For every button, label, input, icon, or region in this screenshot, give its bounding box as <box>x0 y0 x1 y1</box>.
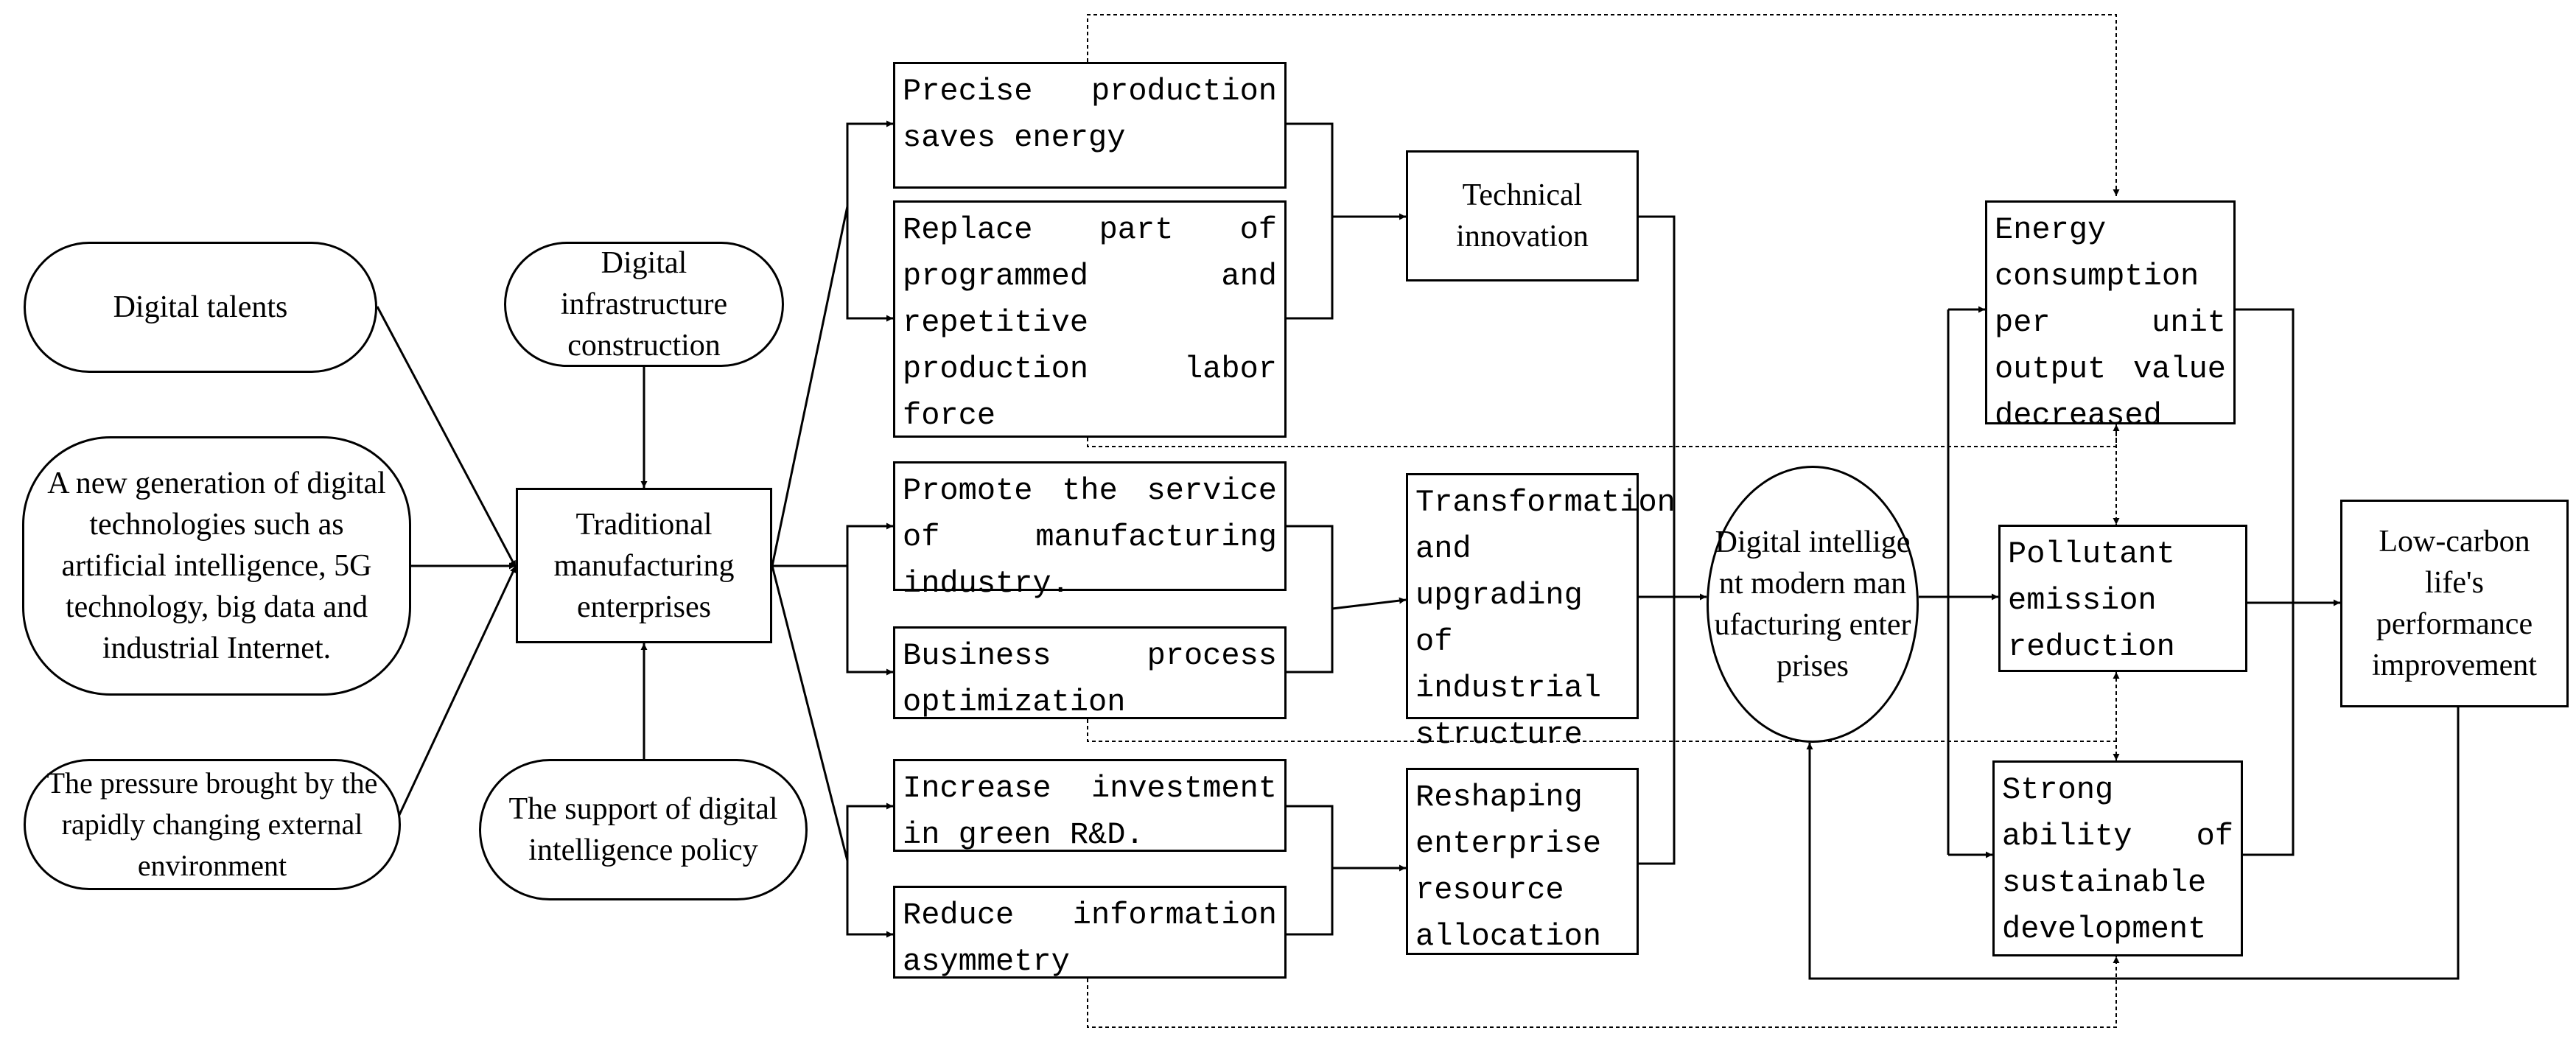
edge-low-carbon-feedback <box>1806 707 2460 980</box>
node-reduce-asymmetry-label: Reduce information asymmetry <box>903 898 1277 979</box>
node-external-pressure: The pressure brought by the rapidly chan… <box>24 759 401 890</box>
node-pollutant-reduction: Pollutant emission reduction <box>1998 525 2247 672</box>
edge-talents-to-traditional <box>376 306 517 568</box>
node-industrial-transformation: Transformation and upgrading of industri… <box>1406 473 1676 752</box>
node-process-optimization: Business process optimization <box>893 626 1287 720</box>
node-digital-infrastructure-label: Digital infrastructure construction <box>560 246 728 363</box>
node-digital-talents-label: Digital talents <box>113 290 288 324</box>
node-policy-support-label: The support of digital intelligence poli… <box>508 792 778 867</box>
node-precise-production: Precise production saves energy <box>893 62 1287 189</box>
edge-outcomes-bus <box>2236 308 2295 856</box>
edge-branch-to-precise-production <box>846 120 893 206</box>
node-green-rd: Increase investment in green R&D. <box>893 759 1287 853</box>
node-resource-allocation-label: Reshaping enterprise resource allocation <box>1415 780 1602 954</box>
edge-branch-to-green-rd <box>846 802 893 861</box>
edge-bus-to-energy <box>1947 308 1985 855</box>
node-sustainable-development-label: Strong ability of sustainable developmen… <box>2002 772 2233 947</box>
node-digital-infrastructure: Digital infrastructure construction <box>504 242 784 367</box>
edge-branch-to-reduce-asymmetry <box>846 861 893 938</box>
node-green-rd-label: Increase investment in green R&D. <box>903 771 1277 853</box>
edge-traditional-to-lower-branch <box>771 565 849 861</box>
node-resource-allocation: Reshaping enterprise resource allocation <box>1406 768 1639 955</box>
edge-technical-innovation-to-digital-enterprises <box>1639 215 1707 865</box>
node-new-generation-technologies-label: A new generation of digital technologies… <box>47 466 386 665</box>
edge-service-and-optimization-to-transformation <box>1287 525 1334 674</box>
node-digital-talents: Digital talents <box>24 242 377 373</box>
node-policy-support: The support of digital intelligence poli… <box>479 759 808 900</box>
edge-dotted-top <box>1087 14 2120 196</box>
node-energy-consumption-label: Energy consumption per unit output value… <box>1995 212 2226 433</box>
node-precise-production-label: Precise production saves energy <box>903 74 1277 155</box>
node-promote-service: Promote the service of manufacturing ind… <box>893 461 1287 601</box>
node-replace-labor: Replace part of programmed and repetitiv… <box>893 200 1287 438</box>
node-new-generation-technologies: A new generation of digital technologies… <box>22 436 411 696</box>
edge-branch-to-process-optimization <box>846 566 893 676</box>
node-reduce-asymmetry: Reduce information asymmetry <box>893 886 1287 979</box>
node-low-carbon-performance-label: Low-carbon life's performance improvemen… <box>2372 525 2537 682</box>
node-replace-labor-label: Replace part of programmed and repetitiv… <box>903 212 1277 433</box>
node-sustainable-development: Strong ability of sustainable developmen… <box>1992 760 2243 956</box>
edge-traditional-to-upper-branch <box>771 206 849 567</box>
node-digital-intelligent-enterprises: Digital intelligent modern manufacturing… <box>1707 466 1919 743</box>
edge-precise-and-replace-to-technical-innovation <box>1287 122 1406 320</box>
edge-rd-and-asymmetry-to-resource-allocation <box>1287 805 1334 936</box>
node-technical-innovation: Technical innovation <box>1406 150 1639 281</box>
node-promote-service-label: Promote the service of manufacturing ind… <box>903 473 1277 601</box>
edge-into-transformation <box>1331 597 1407 610</box>
node-digital-intelligent-enterprises-label: Digital intelligent modern manufacturing… <box>1714 525 1911 683</box>
edge-branch-to-promote-service <box>846 522 893 566</box>
edge-pressure-to-traditional <box>396 565 517 819</box>
node-industrial-transformation-label: Transformation and upgrading of industri… <box>1415 485 1676 752</box>
node-low-carbon-performance: Low-carbon life's performance improvemen… <box>2340 500 2569 707</box>
node-process-optimization-label: Business process optimization <box>903 638 1277 720</box>
node-pollutant-reduction-label: Pollutant emission reduction <box>2008 536 2175 665</box>
node-traditional-enterprises-label: Traditional manufacturing enterprises <box>553 507 735 624</box>
node-technical-innovation-label: Technical innovation <box>1456 178 1589 253</box>
node-external-pressure-label: The pressure brought by the rapidly chan… <box>46 766 378 882</box>
node-energy-consumption: Energy consumption per unit output value… <box>1985 200 2236 433</box>
edge-dotted-upper-middle <box>1087 424 2120 447</box>
edge-branch-to-replace-labor <box>846 206 893 322</box>
node-traditional-enterprises: Traditional manufacturing enterprises <box>516 488 772 643</box>
